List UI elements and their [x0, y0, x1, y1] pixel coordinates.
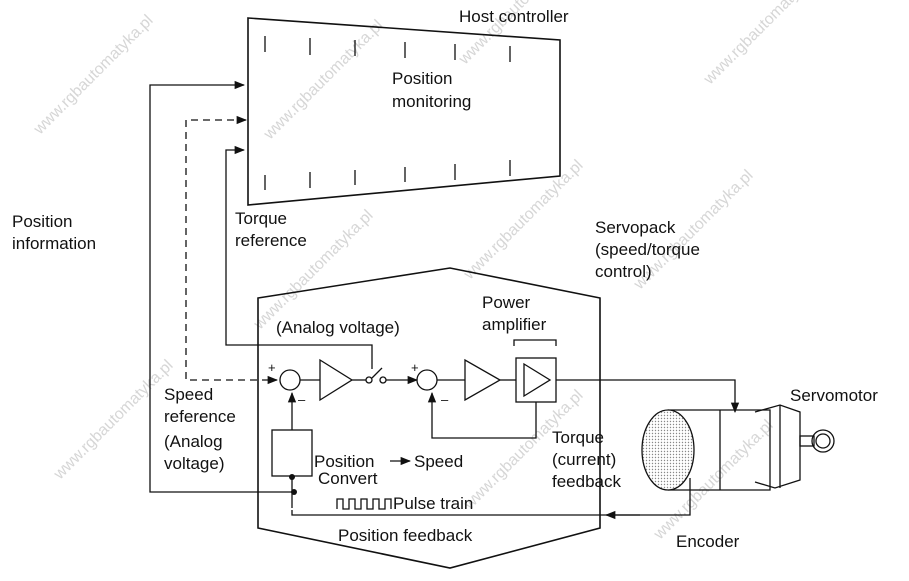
position-speed-converter: [271, 429, 313, 477]
analog-voltage-label: (Analog: [164, 432, 223, 451]
plus-sign: +: [411, 360, 419, 375]
position-amplifier: [319, 358, 354, 402]
position-feedback-label: Position feedback: [338, 526, 473, 545]
watermark: www.rgbautomatyka.pl: [260, 17, 387, 144]
minus-sign: –: [441, 392, 449, 407]
speed-amplifier: [464, 358, 502, 402]
switch-lever: [371, 367, 383, 379]
servopack-label: control): [595, 262, 652, 281]
power-amplifier-label: amplifier: [482, 315, 547, 334]
torque-feedback-label: Torque: [552, 428, 604, 447]
position-information-label: Position: [12, 212, 72, 231]
power-amplifier-bracket: [513, 339, 557, 346]
switch-contact: [365, 376, 373, 384]
position-feedback-line: [291, 478, 691, 516]
switch-contact: [379, 376, 387, 384]
analog-voltage-label: voltage): [164, 454, 224, 473]
speed-reference-label: Speed: [164, 385, 213, 404]
position-monitoring-label: Position: [392, 69, 452, 88]
torque-reference-line: [225, 145, 373, 369]
position-speed-label: Position: [314, 452, 374, 471]
summing-junction-speed: [416, 369, 438, 391]
speed-reference-line: [185, 115, 279, 385]
torque-reference-label: reference: [235, 231, 307, 250]
position-information-label: information: [12, 234, 96, 253]
servomotor-icon: [641, 404, 835, 491]
torque-reference-label: Torque: [235, 209, 287, 228]
speed-reference-label: reference: [164, 407, 236, 426]
minus-sign: –: [298, 392, 306, 407]
position-speed-label: Speed: [414, 452, 463, 471]
torque-feedback-label: (current): [552, 450, 616, 469]
power-amplifier-label: Power: [482, 293, 531, 312]
torque-feedback-line: [427, 391, 537, 439]
motor-drive-line: [556, 379, 740, 414]
servopack-label: (speed/torque: [595, 240, 700, 259]
watermark: www.rgbautomatyka.pl: [460, 157, 587, 284]
position-monitoring-label: monitoring: [392, 92, 471, 111]
analog-voltage-top-label: (Analog voltage): [276, 318, 400, 337]
servopack-block: [257, 267, 601, 569]
plus-sign: +: [268, 360, 276, 375]
servopack-label: Servopack: [595, 218, 676, 237]
position-speed-label: Convert: [318, 469, 378, 488]
torque-feedback-label: feedback: [552, 472, 621, 491]
position-information-line: [149, 80, 294, 493]
watermark: www.rgbautomatyka.pl: [30, 12, 157, 139]
junction-dot: [289, 474, 295, 480]
pulse-train-icon: [336, 498, 392, 510]
servomotor-label: Servomotor: [790, 386, 878, 405]
junction-dot: [291, 489, 297, 495]
watermark: www.rgbautomatyka.pl: [700, 0, 827, 89]
pulse-train-label: Pulse train: [393, 494, 473, 513]
watermark: www.rgbautomatyka.pl: [50, 357, 177, 484]
encoder-label: Encoder: [676, 532, 740, 551]
host-controller-label: Host controller: [459, 7, 569, 26]
summing-junction-position: [279, 369, 301, 391]
